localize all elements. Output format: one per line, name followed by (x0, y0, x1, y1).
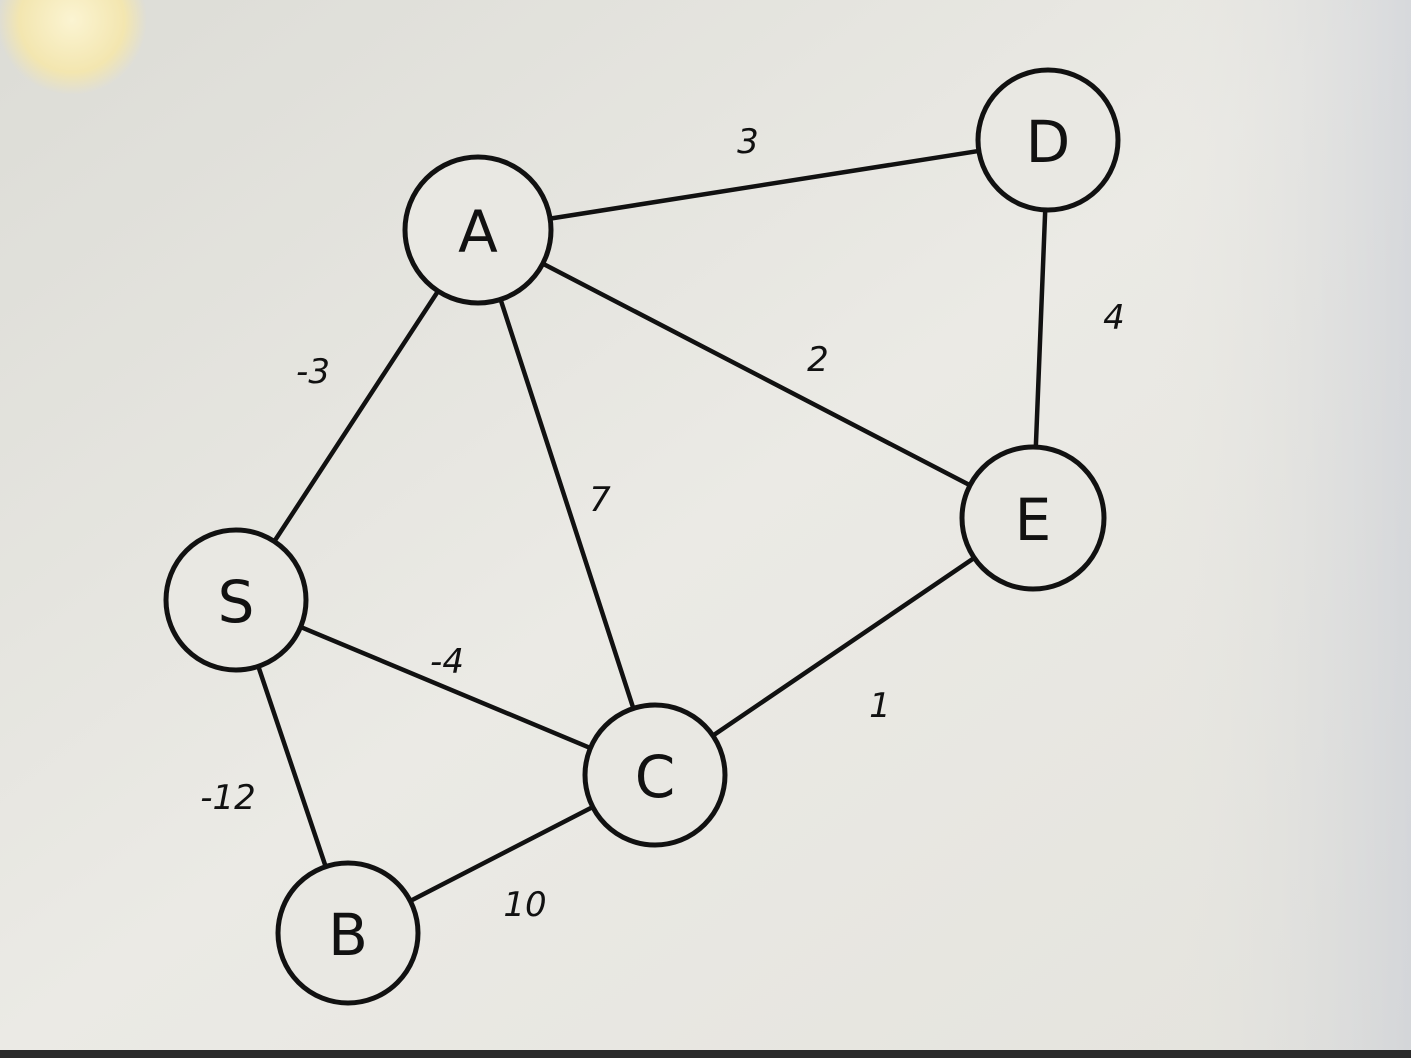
node-label: A (458, 198, 498, 266)
edge-s-c (298, 624, 593, 751)
bottom-bezel (0, 1050, 1411, 1058)
node-circle (582, 702, 728, 848)
node-a: A (402, 154, 554, 306)
edge-weight-s-c: -4 (430, 642, 464, 682)
edge-a-d (547, 148, 982, 221)
edge-a-s (272, 288, 441, 544)
node-b: B (275, 860, 421, 1006)
node-circle (275, 860, 421, 1006)
node-d: D (975, 67, 1121, 213)
node-label: D (1026, 108, 1071, 176)
edge-s-b (256, 664, 328, 869)
edge-weight-a-e: 2 (807, 340, 829, 380)
edge-weight-a-d: 3 (737, 122, 759, 162)
edge-weight-c-e: 1 (869, 686, 891, 726)
node-e: E (959, 444, 1107, 592)
edge-weight-a-s: -3 (296, 352, 330, 392)
edge-a-e (540, 261, 973, 488)
screen-tint (1150, 0, 1411, 1050)
edge-weight-b-c: 10 (503, 885, 546, 925)
node-label: E (1015, 486, 1052, 554)
edge-b-c (407, 804, 596, 904)
nodes-layer: A D S E C B (163, 67, 1121, 1006)
node-circle (163, 527, 309, 673)
edge-c-e (710, 555, 977, 738)
edge-a-c (498, 297, 636, 711)
edges-layer (256, 148, 1048, 904)
node-s: S (163, 527, 309, 673)
node-label: B (328, 901, 368, 969)
edge-weight-a-c: 7 (589, 480, 611, 520)
edge-weight-d-e: 4 (1103, 298, 1125, 338)
node-circle (402, 154, 554, 306)
node-label: S (218, 568, 255, 636)
node-circle (975, 67, 1121, 213)
edge-weight-s-b: -12 (200, 778, 256, 818)
weights-layer: 3 -3 7 2 4 -4 -12 1 10 (200, 122, 1125, 925)
node-circle (959, 444, 1107, 592)
node-label: C (635, 743, 676, 811)
lamp-glare (0, 0, 147, 95)
edge-d-e (1033, 207, 1048, 450)
node-c: C (582, 702, 728, 848)
